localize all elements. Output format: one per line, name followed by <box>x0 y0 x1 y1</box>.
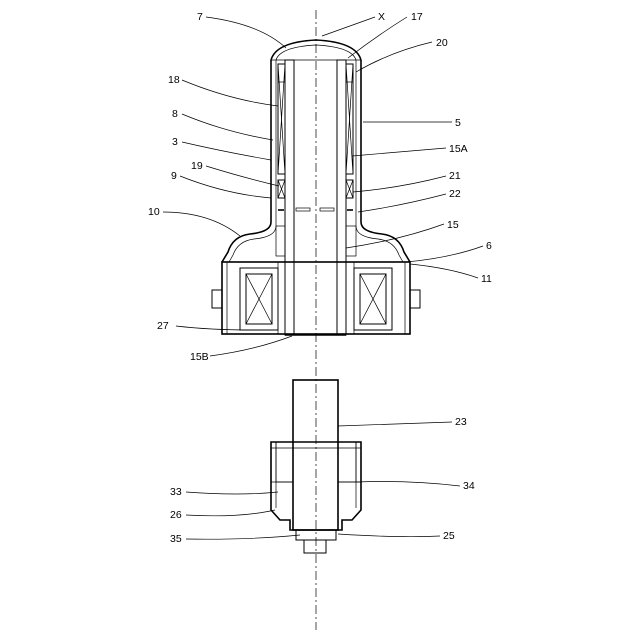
inner-pipe-wall-left <box>285 60 294 335</box>
label-x: X <box>378 11 385 23</box>
label-15b: 15B <box>190 351 209 363</box>
flange-left <box>212 290 222 308</box>
pipe-section-marks <box>278 208 353 211</box>
label-18: 18 <box>168 74 180 86</box>
label-5: 5 <box>455 117 461 129</box>
label-23: 23 <box>455 416 467 428</box>
label-6: 6 <box>486 240 492 252</box>
label-15: 15 <box>447 219 459 231</box>
label-25: 25 <box>443 530 455 542</box>
label-33: 33 <box>170 486 182 498</box>
label-26: 26 <box>170 509 182 521</box>
bottom-screw <box>304 540 326 553</box>
label-7: 7 <box>197 11 203 23</box>
skirt-left <box>222 212 271 262</box>
label-35: 35 <box>170 533 182 545</box>
label-9: 9 <box>171 170 177 182</box>
label-20: 20 <box>436 37 448 49</box>
inner-pipe-wall-right <box>337 60 346 335</box>
label-3: 3 <box>172 136 178 148</box>
label-17: 17 <box>411 11 423 23</box>
reference-labels: 7 X 17 20 18 8 5 3 15A 19 9 21 22 10 15 … <box>148 11 492 545</box>
label-27: 27 <box>157 320 169 332</box>
flange-right <box>410 290 420 308</box>
label-11: 11 <box>481 273 492 285</box>
label-34: 34 <box>463 480 475 492</box>
label-19: 19 <box>191 160 203 172</box>
label-15a: 15A <box>449 143 468 155</box>
label-8: 8 <box>172 108 178 120</box>
label-22: 22 <box>449 188 461 200</box>
label-21: 21 <box>449 170 461 182</box>
label-10: 10 <box>148 206 160 218</box>
plunger-rod <box>293 380 338 530</box>
leader-lines <box>163 17 483 539</box>
